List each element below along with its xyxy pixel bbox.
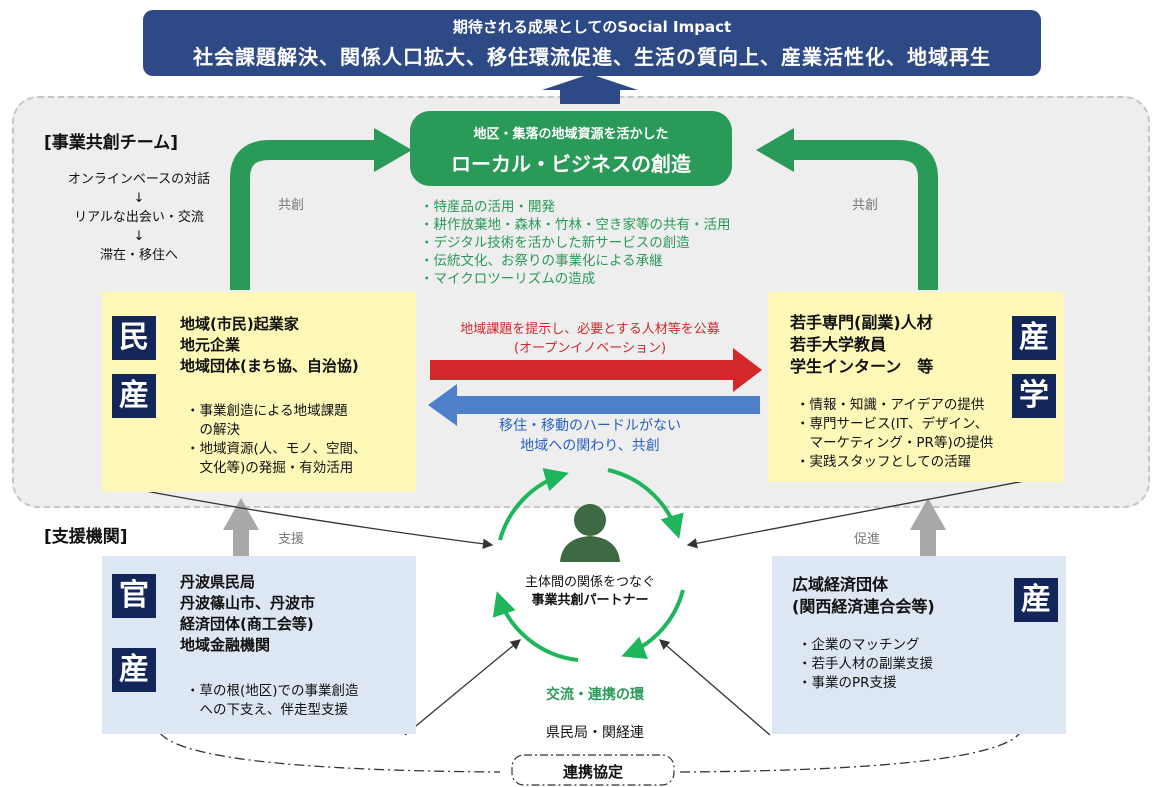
- san-gaku-head: 若手専門(副業)人材: [790, 313, 933, 332]
- list-item: ・地域資源(人、モノ、空間、: [186, 441, 367, 457]
- kan-san-box: 官 産 丹波県民局 丹波篠山市、丹波市 経済団体(商工会等) 地域金融機関 ・草…: [102, 556, 416, 734]
- ring-label: 交流・連携の環: [546, 687, 644, 703]
- impact-line2: 社会課題解決、関係人口拡大、移住環流促進、生活の質向上、産業活性化、地域再生: [193, 45, 991, 69]
- cocreate-left-label: 共創: [278, 198, 305, 213]
- support-arrow-right: [920, 528, 936, 560]
- support-title: [支援機関]: [44, 527, 128, 547]
- san-right-head: (関西経済連合会等): [792, 597, 935, 616]
- red-arrow: [430, 360, 735, 380]
- san-right-head: 広域経済団体: [792, 575, 889, 594]
- partner-label: 主体間の関係をつなぐ 事業共創パートナー: [490, 574, 690, 610]
- kenmin-label: 県民局・関経連: [546, 725, 644, 741]
- impact-line1: 期待される成果としてのSocial Impact: [452, 18, 732, 36]
- support-label: 支援: [278, 532, 305, 547]
- impact-up-arrow: [542, 74, 638, 104]
- blue-arrow-label: 移住・移動のハードルがない 地域への関わり、共創: [470, 416, 710, 456]
- cocreate-right-arrow: [790, 140, 938, 290]
- list-item: の解決: [186, 422, 240, 438]
- promote-label: 促進: [854, 532, 881, 547]
- step-1: オンラインベースの対話: [67, 172, 211, 187]
- list-item: ・専門サービス(IT、デザイン、: [796, 416, 989, 432]
- san-right-list: ・企業のマッチング ・若手人材の副業支援 ・事業のPR支援: [798, 636, 933, 693]
- list-item: ・マイクロツーリズムの造成: [420, 271, 596, 287]
- local-business-line1: 地区・集落の地域資源を活かした: [473, 127, 669, 142]
- list-item: への下支え、伴走型支援: [186, 702, 348, 718]
- min-san-head: 地域団体(まち協、自治協): [180, 357, 359, 375]
- blue-label-line1: 移住・移動のハードルがない: [499, 418, 681, 434]
- local-business-line2: ローカル・ビジネスの創造: [451, 152, 691, 176]
- kan-san-head: 地域金融機関: [180, 636, 271, 654]
- badge-gaku: 学: [1012, 374, 1056, 418]
- list-item: ・特産品の活用・開発: [420, 199, 555, 215]
- kan-san-list: ・草の根(地区)での事業創造 への下支え、伴走型支援: [186, 682, 359, 720]
- support-arrow-left: [233, 528, 249, 560]
- step-2: リアルな出会い・交流: [74, 210, 204, 225]
- min-san-head: 地元企業: [180, 336, 241, 354]
- list-item: ・デジタル技術を活かした新サービスの創造: [420, 235, 690, 251]
- red-arrow-label: 地域課題を提示し、必要とする人材等を公募 (オープンイノベーション): [430, 320, 750, 358]
- list-item: 文化等)の発掘・有効活用: [186, 460, 354, 476]
- list-item: ・情報・知識・アイデアの提供: [796, 397, 985, 413]
- min-san-list: ・事業創造による地域課題 の解決 ・地域資源(人、モノ、空間、 文化等)の発掘・…: [186, 402, 367, 478]
- red-label-line1: 地域課題を提示し、必要とする人材等を公募: [460, 322, 720, 337]
- partner-line1: 主体間の関係をつなぐ: [524, 575, 655, 590]
- blue-label-line2: 地域への関わり、共創: [520, 438, 660, 454]
- badge-min: 民: [112, 316, 156, 360]
- list-item: マーケティング・PR等)の提供: [796, 435, 994, 451]
- team-title: [事業共創チーム]: [44, 133, 179, 153]
- san-gaku-box: 産 学 若手専門(副業)人材 若手大学教員 学生インターン 等 ・情報・知識・ア…: [768, 292, 1064, 482]
- kan-san-head: 丹波県民局: [180, 573, 256, 591]
- list-item: ・事業のPR支援: [798, 675, 897, 691]
- kan-san-head: 経済団体(商工会等): [180, 615, 314, 633]
- badge-kan: 官: [112, 574, 156, 618]
- list-item: ・草の根(地区)での事業創造: [186, 683, 359, 699]
- min-san-heads: 地域(市民)起業家 地元企業 地域団体(まち協、自治協): [180, 314, 359, 377]
- list-item: ・事業創造による地域課題: [186, 403, 348, 419]
- agreement-arc: [159, 732, 1021, 773]
- san-right-heads: 広域経済団体 (関西経済連合会等): [792, 574, 935, 618]
- san-gaku-head: 若手大学教員: [790, 335, 887, 354]
- badge-san: 産: [112, 374, 156, 418]
- san-gaku-heads: 若手専門(副業)人材 若手大学教員 学生インターン 等: [790, 312, 933, 378]
- impact-banner: 期待される成果としてのSocial Impact 社会課題解決、関係人口拡大、移…: [143, 10, 1041, 76]
- kan-san-head: 丹波篠山市、丹波市: [180, 594, 316, 612]
- list-item: ・若手人材の副業支援: [798, 656, 933, 672]
- partner-line2: 事業共創パートナー: [531, 593, 649, 608]
- list-item: ・耕作放棄地・森林・竹林・空き家等の共有・活用: [420, 217, 731, 233]
- list-item: ・実践スタッフとしての活躍: [796, 454, 972, 470]
- badge-san-lower: 産: [112, 648, 156, 692]
- cocreate-left-arrow: [230, 140, 378, 290]
- person-icon: [560, 504, 620, 562]
- agreement-label: 連携協定: [562, 763, 623, 781]
- team-steps: オンラインベースの対話 ↓ リアルな出会い・交流 ↓ 滞在・移住へ: [48, 170, 230, 265]
- kan-san-heads: 丹波県民局 丹波篠山市、丹波市 経済団体(商工会等) 地域金融機関: [180, 572, 315, 656]
- local-business-list: ・特産品の活用・開発 ・耕作放棄地・森林・竹林・空き家等の共有・活用 ・デジタル…: [420, 198, 731, 288]
- agreement-frame: [511, 754, 675, 786]
- list-item: ・企業のマッチング: [798, 637, 920, 653]
- san-right-box: 産 広域経済団体 (関西経済連合会等) ・企業のマッチング ・若手人材の副業支援…: [772, 556, 1066, 734]
- step-arrow-2: ↓: [133, 229, 145, 244]
- exchange-ring: [492, 468, 685, 662]
- min-san-head: 地域(市民)起業家: [180, 315, 299, 333]
- local-business-box: 地区・集落の地域資源を活かした ローカル・ビジネスの創造: [410, 111, 732, 186]
- step-arrow-1: ↓: [133, 191, 145, 206]
- badge-san-right: 産: [1012, 316, 1056, 360]
- min-san-box: 民 産 地域(市民)起業家 地元企業 地域団体(まち協、自治協) ・事業創造によ…: [102, 292, 416, 492]
- list-item: ・伝統文化、お祭りの事業化による承継: [420, 253, 663, 269]
- blue-arrow: [455, 396, 760, 414]
- san-gaku-head: 学生インターン 等: [790, 357, 934, 376]
- red-label-line2: (オープンイノベーション): [513, 341, 667, 356]
- san-gaku-list: ・情報・知識・アイデアの提供 ・専門サービス(IT、デザイン、 マーケティング・…: [796, 396, 993, 472]
- step-3: 滞在・移住へ: [99, 248, 178, 263]
- badge-san-lower-right: 産: [1014, 578, 1058, 622]
- cocreate-right-label: 共創: [852, 198, 879, 213]
